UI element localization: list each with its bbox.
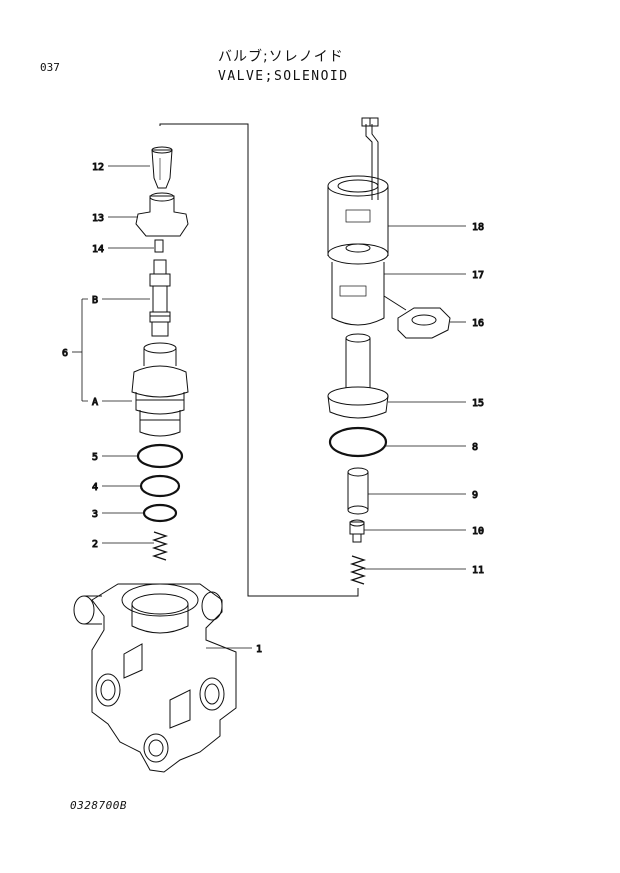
callout-a: A [92,397,98,408]
sleeve-a [131,342,189,437]
part-10-washer [349,519,365,543]
callout-b: B [92,295,98,306]
part-12-cap [151,146,173,189]
callout-11: 11 [472,565,484,576]
title-japanese: バルブ;ソレノイド [218,49,344,65]
callout-10: 10 [472,526,484,537]
callout-3: 3 [92,509,98,520]
part-4-o-ring [139,474,181,498]
part-17-solenoid-housing [327,243,389,326]
title-english: VALVE;SOLENOID [218,69,349,84]
callout-17: 17 [472,270,484,281]
callout-5: 5 [92,452,98,463]
callout-2: 2 [92,539,98,550]
part-5-o-ring [136,443,184,469]
part-14-pin [154,239,164,253]
callout-6: 6 [62,348,68,359]
part-15-base [327,333,389,419]
callout-12: 12 [92,162,104,173]
callout-18: 18 [472,222,484,233]
part-8-o-ring [328,426,388,458]
spool-b [149,259,171,337]
part-13-collar [135,192,189,237]
callout-4: 4 [92,482,98,493]
part-9-plunger [347,467,369,515]
drawing-number: 0328700B [70,799,127,812]
callout-14: 14 [92,244,104,255]
callout-16: 16 [472,318,484,329]
part-2-spring [151,531,169,561]
part-16-nut [383,295,451,339]
part-11-spring [349,555,367,585]
callout-13: 13 [92,213,104,224]
callout-8: 8 [472,442,478,453]
solenoid-lead-wires [361,117,379,200]
part-18-coil [327,175,389,256]
assembly-connector-line [159,123,359,597]
callout-15: 15 [472,398,484,409]
part-3-o-ring [142,503,178,523]
part-1-valve-body [73,583,237,773]
callout-9: 9 [472,490,478,501]
callout-1: 1 [256,644,262,655]
leader-lines [72,165,466,649]
page-number: 037 [40,61,60,74]
